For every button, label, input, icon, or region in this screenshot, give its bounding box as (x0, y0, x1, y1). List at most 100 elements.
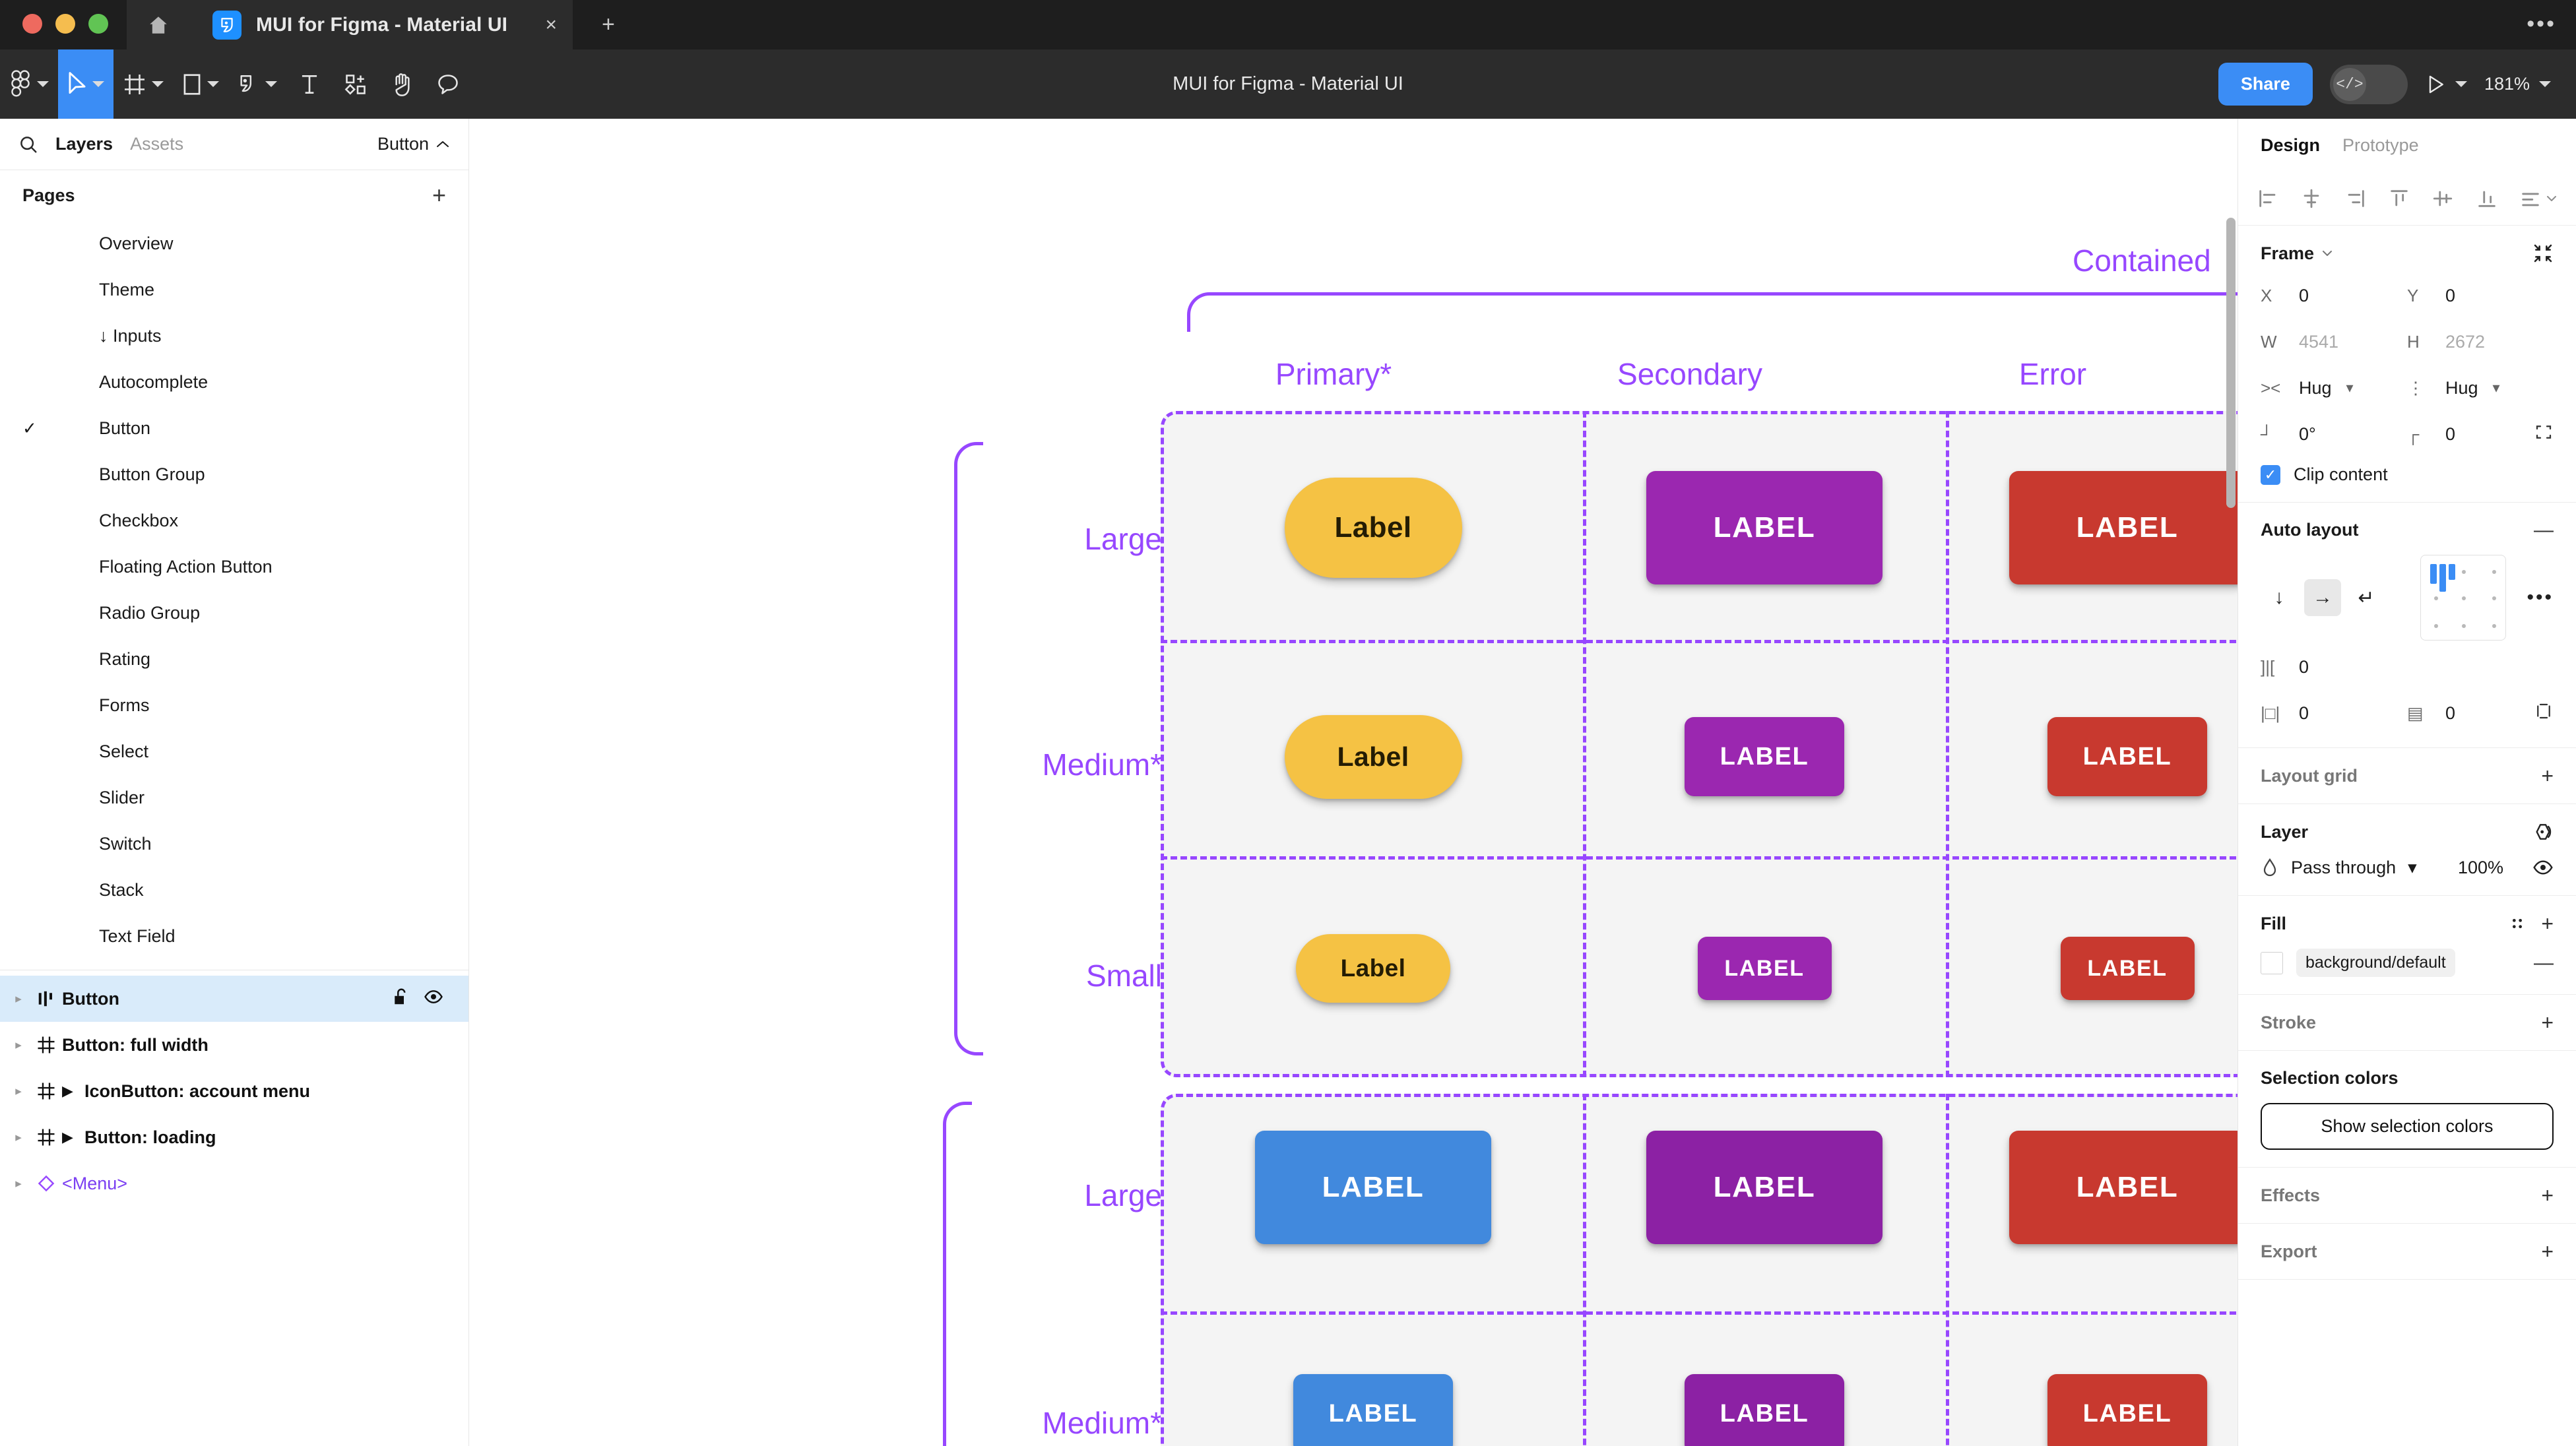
close-window-button[interactable] (22, 14, 42, 34)
expand-arrow-icon[interactable]: ▸ (15, 991, 22, 1006)
mui-button-contained-warning-small-primary[interactable]: Label (1296, 934, 1450, 1003)
comment-tool-button[interactable] (425, 49, 471, 119)
close-tab-icon[interactable]: × (545, 13, 557, 36)
tab-prototype[interactable]: Prototype (2342, 135, 2419, 155)
pen-tool-button[interactable] (228, 49, 286, 119)
show-selection-colors-button[interactable]: Show selection colors (2261, 1103, 2554, 1150)
frame-y[interactable]: Y 0 (2407, 278, 2554, 313)
direction-vertical-button[interactable]: ↓ (2274, 586, 2284, 608)
mui-button-contained-warning-large-primary[interactable]: Label (1284, 478, 1462, 578)
fill-color-swatch[interactable] (2261, 951, 2283, 974)
page-selector[interactable]: Button (377, 134, 450, 154)
frame-rotation[interactable]: ┘ 0° (2261, 417, 2407, 451)
align-left-icon[interactable] (2257, 187, 2279, 210)
page-item-theme[interactable]: Theme (0, 267, 468, 313)
chevron-down-icon[interactable] (2546, 195, 2558, 203)
add-fill-button[interactable]: + (2541, 912, 2554, 935)
mui-button-contained-primary-medium-error[interactable]: LABEL (2047, 1374, 2207, 1446)
hand-tool-button[interactable] (379, 49, 425, 119)
align-bottom-icon[interactable] (2476, 187, 2498, 210)
window-overflow-icon[interactable]: ••• (2527, 11, 2556, 36)
home-button[interactable] (127, 0, 190, 49)
page-item-select[interactable]: Select (0, 728, 468, 774)
align-right-icon[interactable] (2344, 187, 2367, 210)
mui-button-contained-warning-large-error[interactable]: LABEL (2009, 471, 2238, 584)
collapsed-caret-icon[interactable]: ▶ (62, 1129, 73, 1145)
mui-button-contained-primary-large-error[interactable]: LABEL (2009, 1131, 2238, 1244)
auto-layout-padding-h[interactable]: |□| 0 (2261, 696, 2407, 730)
layer-settings-icon[interactable] (2532, 821, 2554, 842)
alignment-pad[interactable] (2420, 555, 2506, 641)
layer-row[interactable]: ▸Button (0, 976, 468, 1022)
mui-button-contained-primary-large-primary[interactable]: LABEL (1255, 1131, 1491, 1244)
expand-arrow-icon[interactable]: ▸ (15, 1084, 22, 1098)
page-item-checkbox[interactable]: Checkbox (0, 497, 468, 544)
page-item-floating-action-button[interactable]: Floating Action Button (0, 544, 468, 590)
frame-height-mode[interactable]: ⋮ Hug ▾ (2407, 371, 2554, 405)
move-tool-button[interactable] (58, 49, 113, 119)
individual-padding-icon[interactable] (2534, 701, 2554, 726)
unlock-icon[interactable] (392, 987, 409, 1011)
mui-button-contained-warning-large-secondary[interactable]: LABEL (1646, 471, 1883, 584)
frame-h[interactable]: H 2672 (2407, 325, 2554, 359)
page-item-forms[interactable]: Forms (0, 682, 468, 728)
text-tool-button[interactable] (286, 49, 333, 119)
tab-design[interactable]: Design (2261, 135, 2321, 155)
frame-x[interactable]: X 0 (2261, 278, 2407, 313)
collapsed-caret-icon[interactable]: ▶ (62, 1083, 73, 1099)
zoom-control[interactable]: 181% (2484, 74, 2551, 94)
page-item-button-group[interactable]: Button Group (0, 451, 468, 497)
frame-tool-button[interactable] (113, 49, 173, 119)
add-export-button[interactable]: + (2541, 1240, 2554, 1263)
expand-arrow-icon[interactable]: ▸ (15, 1038, 22, 1052)
layer-row[interactable]: ▸▶IconButton: account menu (0, 1068, 468, 1114)
clip-content-row[interactable]: ✓ Clip content (2261, 464, 2554, 485)
page-item-radio-group[interactable]: Radio Group (0, 590, 468, 636)
mui-button-contained-warning-small-secondary[interactable]: LABEL (1697, 937, 1832, 1000)
remove-fill-button[interactable]: — (2534, 951, 2554, 974)
fill-styles-icon[interactable] (2508, 914, 2527, 933)
frame-corner-radius[interactable]: ┌ 0 (2407, 417, 2554, 451)
chevron-down-icon[interactable] (2321, 249, 2334, 258)
visibility-icon[interactable] (424, 987, 443, 1011)
maximize-window-button[interactable] (88, 14, 108, 34)
align-top-icon[interactable] (2388, 187, 2410, 210)
direction-wrap-button[interactable]: ↵ (2358, 586, 2375, 609)
direction-horizontal-button[interactable]: → (2304, 579, 2341, 616)
design-canvas[interactable]: Contained Primary* Secondary Error Warni… (469, 119, 2238, 1446)
distribute-icon[interactable] (2519, 187, 2542, 210)
opacity-value[interactable]: 100% (2457, 857, 2503, 877)
mui-button-contained-warning-medium-error[interactable]: LABEL (2047, 717, 2207, 796)
mui-button-contained-warning-medium-primary[interactable]: Label (1284, 714, 1462, 799)
page-item-overview[interactable]: Overview (0, 220, 468, 267)
share-button[interactable]: Share (2218, 63, 2313, 106)
layer-row[interactable]: ▸▶Button: loading (0, 1114, 468, 1160)
page-item-text-field[interactable]: Text Field (0, 913, 468, 959)
page-item-slider[interactable]: Slider (0, 774, 468, 821)
page-item-inputs[interactable]: ↓ Inputs (0, 313, 468, 359)
add-effect-button[interactable]: + (2541, 1183, 2554, 1207)
layer-row[interactable]: ▸Button: full width (0, 1022, 468, 1068)
tab-layers[interactable]: Layers (55, 134, 113, 154)
search-icon[interactable] (18, 135, 38, 154)
add-layout-grid-button[interactable]: + (2541, 764, 2554, 788)
auto-layout-gap[interactable]: ]|[ 0 (2261, 650, 2407, 684)
align-horizontal-center-icon[interactable] (2300, 187, 2323, 210)
page-item-rating[interactable]: Rating (0, 636, 468, 682)
page-item-stack[interactable]: Stack (0, 867, 468, 913)
auto-layout-more-button[interactable]: ••• (2527, 586, 2554, 608)
page-item-autocomplete[interactable]: Autocomplete (0, 359, 468, 405)
frame-w[interactable]: W 4541 (2261, 325, 2407, 359)
clip-content-checkbox[interactable]: ✓ (2261, 464, 2280, 485)
figma-menu-button[interactable] (0, 49, 58, 119)
expand-arrow-icon[interactable]: ▸ (15, 1130, 22, 1145)
page-item-button[interactable]: ✓Button (0, 405, 468, 451)
page-item-switch[interactable]: Switch (0, 821, 468, 867)
new-tab-button[interactable]: + (602, 12, 615, 37)
independent-corners-icon[interactable] (2534, 422, 2554, 447)
tab-assets[interactable]: Assets (130, 134, 184, 154)
remove-auto-layout-button[interactable]: — (2534, 519, 2554, 541)
component-tool-button[interactable] (333, 49, 379, 119)
dev-mode-toggle[interactable]: </> (2329, 64, 2408, 104)
auto-layout-padding-v[interactable]: ▤ 0 (2407, 696, 2554, 730)
